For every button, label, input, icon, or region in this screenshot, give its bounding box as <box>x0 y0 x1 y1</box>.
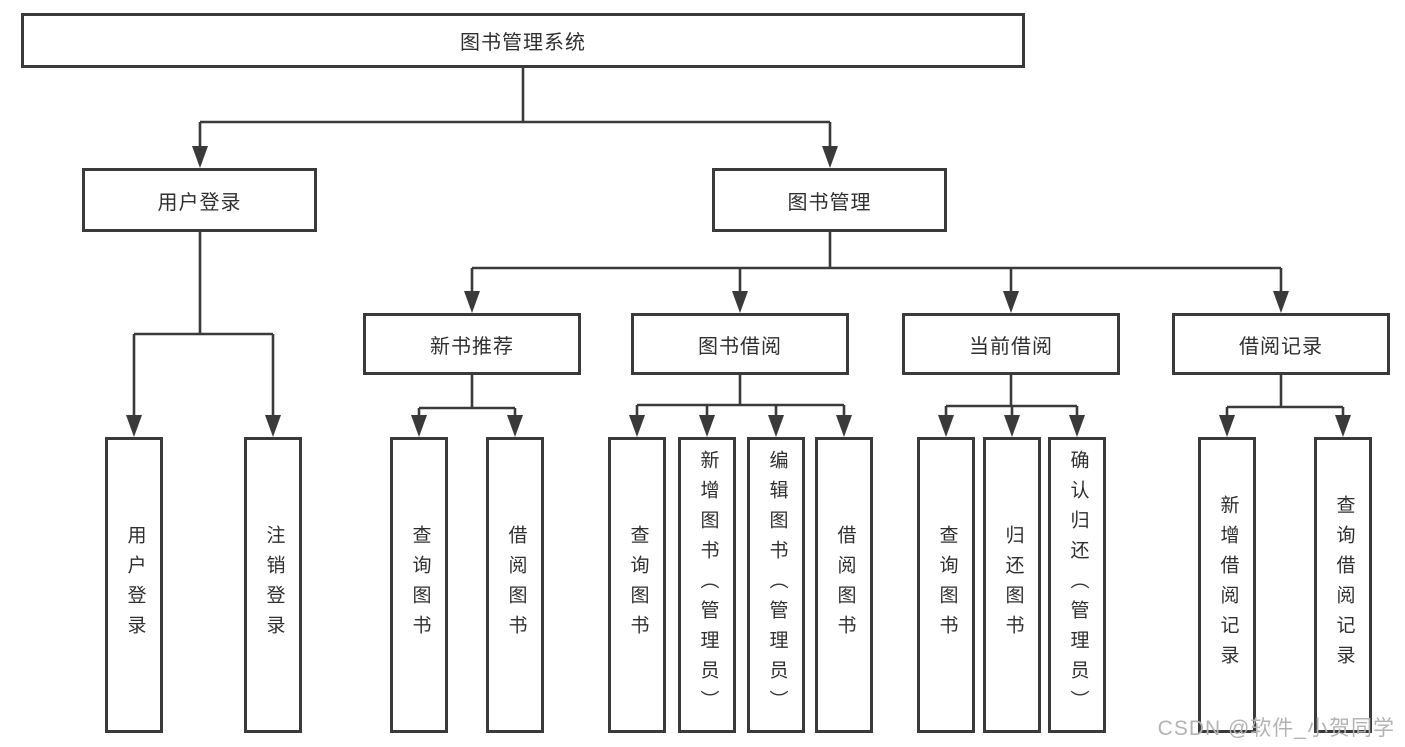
node-book-borrowing: 图书借阅 <box>631 313 849 375</box>
node-label: 确认归还（管理员） <box>1067 450 1089 720</box>
node-leaf-query-books-2: 查询图书 <box>608 437 666 733</box>
arrow-down-icon <box>822 146 838 168</box>
arrow-down-icon <box>1069 415 1085 437</box>
node-leaf-borrow-books-2: 借阅图书 <box>815 437 873 733</box>
node-root-system: 图书管理系统 <box>21 13 1025 68</box>
node-leaf-query-books-3: 查询图书 <box>917 437 975 733</box>
arrow-down-icon <box>126 415 142 437</box>
arrow-down-icon <box>1003 291 1019 313</box>
arrow-down-icon <box>1004 415 1020 437</box>
node-leaf-add-book-admin: 新增图书（管理员） <box>678 437 736 733</box>
node-label: 查询图书 <box>936 525 958 645</box>
node-leaf-edit-book-admin: 编辑图书（管理员） <box>747 437 805 733</box>
connector-current-borrowing-children <box>938 375 1085 437</box>
arrow-down-icon <box>192 146 208 168</box>
node-label: 注销登录 <box>263 525 285 645</box>
arrow-down-icon <box>699 415 715 437</box>
connector-root-to-level2 <box>192 68 838 168</box>
node-leaf-user-login: 用户登录 <box>105 437 163 733</box>
node-label: 图书管理系统 <box>460 32 586 54</box>
node-leaf-confirm-return-admin: 确认归还（管理员） <box>1048 437 1106 733</box>
node-label: 归还图书 <box>1002 525 1024 645</box>
node-label: 图书借阅 <box>698 335 782 358</box>
node-label: 当前借阅 <box>969 335 1053 358</box>
connector-book-borrowing-children <box>629 375 852 437</box>
node-leaf-add-borrow-record: 新增借阅记录 <box>1198 437 1256 733</box>
arrow-down-icon <box>265 415 281 437</box>
node-label: 借阅记录 <box>1239 335 1323 358</box>
arrow-down-icon <box>836 415 852 437</box>
node-label: 图书管理 <box>787 191 872 214</box>
node-label: 借阅图书 <box>505 525 527 645</box>
node-label: 编辑图书（管理员） <box>766 450 788 720</box>
connector-borrowing-records-children <box>1219 375 1351 437</box>
node-leaf-logout: 注销登录 <box>244 437 302 733</box>
node-label: 新书推荐 <box>430 335 514 358</box>
arrow-down-icon <box>629 415 645 437</box>
arrow-down-icon <box>1273 291 1289 313</box>
node-book-management: 图书管理 <box>712 168 947 232</box>
node-label: 用户登录 <box>124 525 146 645</box>
node-label: 借阅图书 <box>834 525 856 645</box>
arrow-down-icon <box>507 415 523 437</box>
node-label: 用户登录 <box>157 191 242 214</box>
csdn-watermark: CSDN @软件_小贺同学 <box>1157 717 1395 740</box>
arrow-down-icon <box>464 291 480 313</box>
node-current-borrowing: 当前借阅 <box>902 313 1120 375</box>
connector-user-login-children <box>126 232 281 437</box>
connector-book-management-children <box>464 232 1289 313</box>
node-leaf-return-books: 归还图书 <box>983 437 1041 733</box>
node-leaf-borrow-books-1: 借阅图书 <box>486 437 544 733</box>
node-borrowing-records: 借阅记录 <box>1172 313 1390 375</box>
node-label: 查询图书 <box>627 525 649 645</box>
node-label: 查询图书 <box>409 525 431 645</box>
arrow-down-icon <box>1335 415 1351 437</box>
arrow-down-icon <box>732 291 748 313</box>
arrow-down-icon <box>768 415 784 437</box>
arrow-down-icon <box>411 415 427 437</box>
node-leaf-query-borrow-record: 查询借阅记录 <box>1314 437 1372 733</box>
node-label: 新增借阅记录 <box>1217 495 1239 675</box>
node-new-book-recommend: 新书推荐 <box>363 313 581 375</box>
arrow-down-icon <box>938 415 954 437</box>
node-leaf-query-books-1: 查询图书 <box>390 437 448 733</box>
node-label: 查询借阅记录 <box>1333 495 1355 675</box>
node-label: 新增图书（管理员） <box>697 450 719 720</box>
node-user-login: 用户登录 <box>82 168 317 232</box>
arrow-down-icon <box>1219 415 1235 437</box>
connector-new-book-children <box>411 375 523 437</box>
